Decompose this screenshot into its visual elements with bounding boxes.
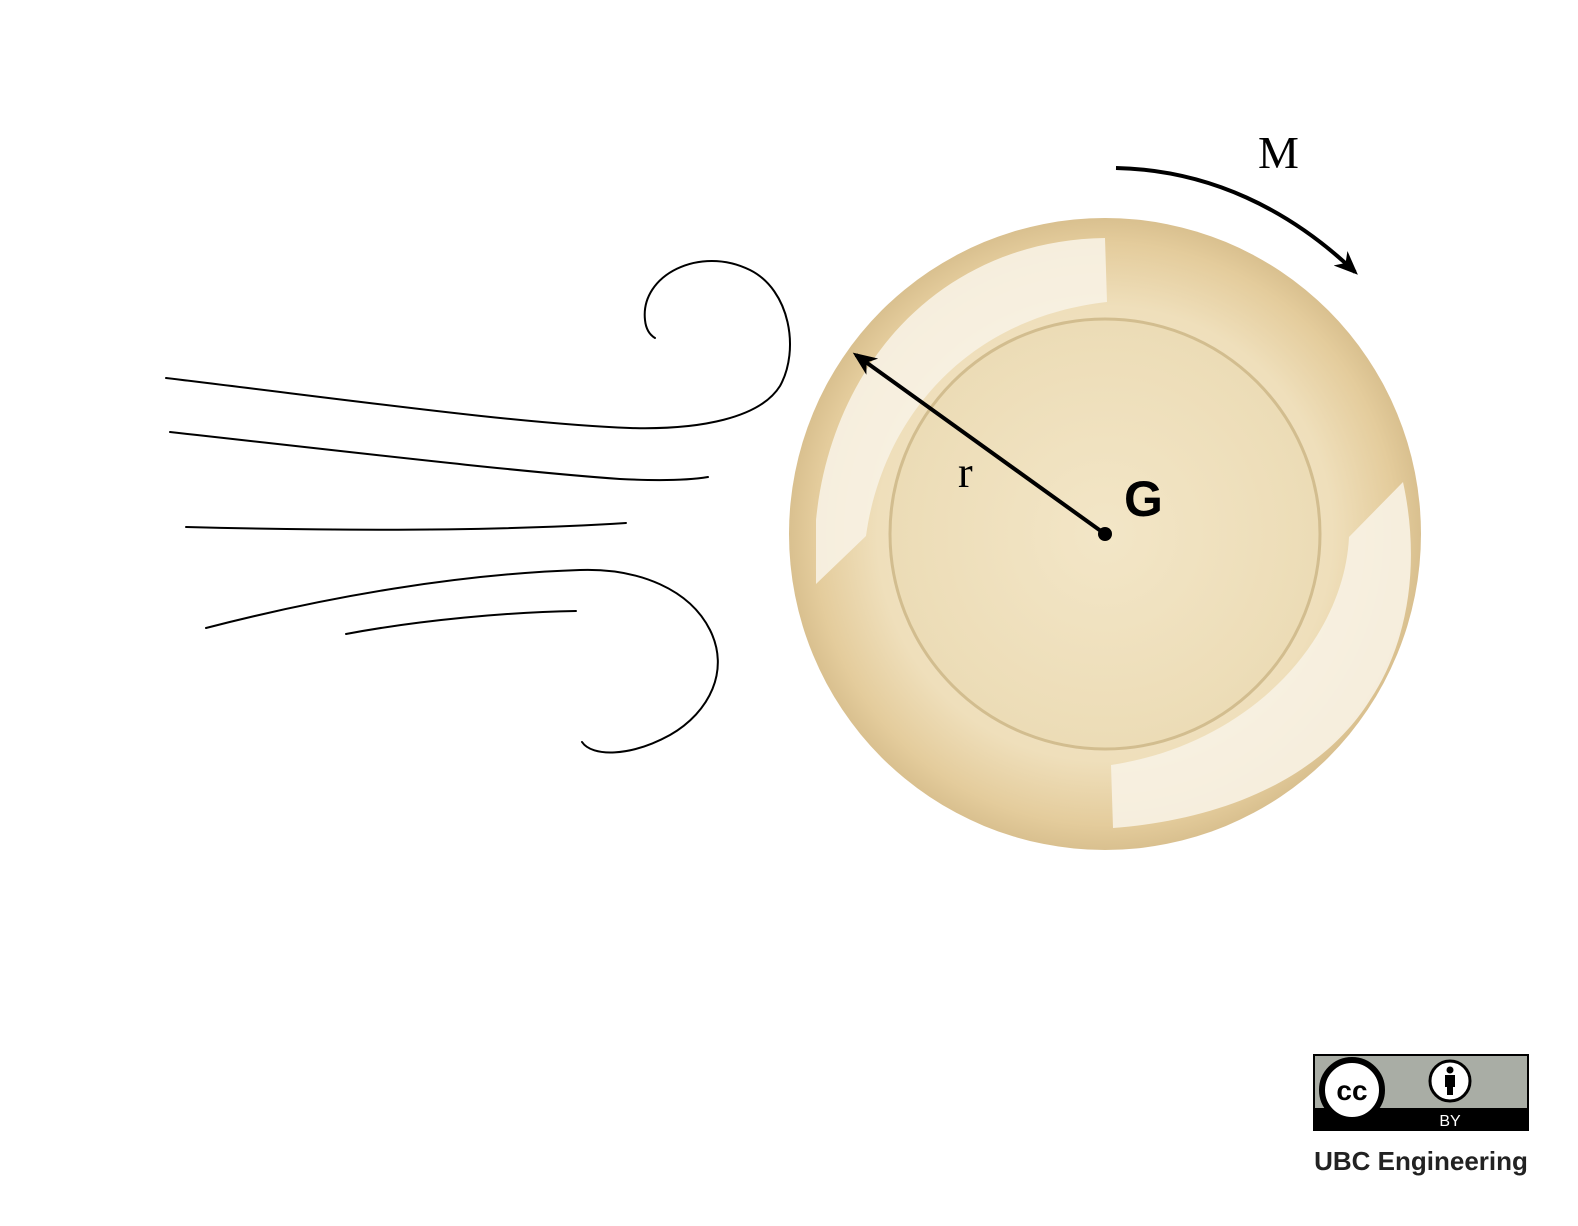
attribution-person-icon [1428,1059,1472,1103]
center-point [1098,527,1112,541]
moment-arrow [1115,166,1358,275]
air-flow-line [169,431,709,482]
center-label: G [1124,471,1163,527]
air-flow-lines [165,259,791,754]
air-flow-line [345,610,577,635]
radius-label: r [958,448,973,497]
radius-arrow [852,352,1107,536]
cc-by-badge: cc BY [1313,1054,1529,1131]
rim-highlight-top [816,238,1107,584]
air-flow-line [205,568,719,754]
by-label: BY [1439,1113,1461,1130]
cc-icon: cc [1319,1057,1385,1123]
cc-icon-text: cc [1336,1075,1367,1106]
air-flow-line [165,259,791,430]
moment-label: M [1258,127,1299,178]
air-flow-line [185,522,627,531]
rim-highlight-bottom [1111,482,1411,828]
credit-label: UBC Engineering [1314,1146,1528,1176]
